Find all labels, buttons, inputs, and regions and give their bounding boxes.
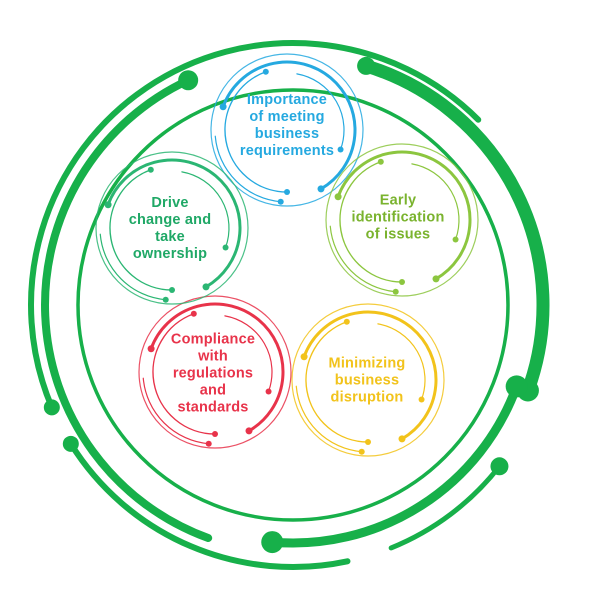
node-dot	[377, 158, 384, 165]
node-dot	[365, 439, 371, 445]
node-arc	[224, 315, 273, 393]
frame-arc	[41, 76, 213, 543]
node-dot	[245, 427, 253, 435]
node-arc	[99, 233, 167, 301]
node-dot	[169, 287, 175, 293]
node-dot	[277, 198, 284, 205]
node-arc	[214, 135, 282, 203]
node-dot	[202, 283, 210, 291]
node-issues-circle-icon	[325, 143, 479, 297]
node-arc	[142, 377, 210, 445]
node-dot	[337, 146, 344, 153]
node-dot	[300, 353, 308, 361]
frame-dot	[261, 531, 284, 554]
node-circles	[95, 53, 479, 457]
node-dot	[104, 201, 112, 209]
node-arc	[339, 161, 403, 283]
node-arc	[224, 71, 288, 193]
frame-arc	[267, 381, 522, 548]
node-dot	[212, 431, 218, 437]
node-disruption-circle-icon	[291, 303, 445, 457]
node-arc	[302, 310, 438, 441]
node-dot	[317, 185, 325, 193]
node-dot	[392, 288, 399, 295]
node-arc	[181, 171, 230, 249]
outer-ring-frame	[28, 40, 550, 570]
node-compliance-circle-icon	[138, 295, 292, 449]
node-arc	[305, 321, 369, 443]
node-dot	[147, 166, 154, 173]
node-requirements-circle-icon	[210, 53, 364, 207]
node-arc	[221, 60, 357, 191]
frame-dot	[178, 70, 199, 91]
node-ring	[138, 295, 292, 449]
node-label-ownership: Drive change and take ownership	[128, 195, 212, 262]
node-dot	[343, 318, 350, 325]
node-ring	[325, 143, 479, 297]
frame-dot	[505, 375, 528, 398]
node-dot	[284, 189, 290, 195]
node-dot	[262, 68, 269, 75]
node-dot	[162, 296, 169, 303]
node-arc	[149, 302, 285, 433]
node-dot	[399, 279, 405, 285]
frame-dot	[490, 457, 509, 476]
node-dot	[222, 244, 229, 251]
frame-arc	[28, 40, 482, 411]
node-arc	[377, 323, 426, 401]
node-dot	[418, 396, 425, 403]
node-label-compliance: Compliance with regulations and standard…	[170, 331, 256, 416]
node-dot	[334, 193, 342, 201]
node-label-disruption: Minimizing business disruption	[328, 355, 406, 406]
node-dot	[147, 345, 155, 353]
node-dot	[358, 448, 365, 455]
node-arc	[109, 169, 173, 291]
frame-dot	[62, 435, 79, 452]
node-dot	[265, 388, 272, 395]
frame-arc	[67, 440, 351, 570]
node-dot	[452, 236, 459, 243]
node-ownership-circle-icon	[95, 151, 249, 305]
node-arc	[295, 385, 363, 453]
node-dot	[432, 275, 440, 283]
node-arc	[152, 313, 216, 435]
inner-ring	[76, 88, 510, 522]
node-dot	[398, 435, 406, 443]
node-dot	[205, 440, 212, 447]
node-arc	[106, 158, 242, 289]
node-arc	[329, 225, 397, 293]
frame-arc	[359, 59, 550, 398]
node-ring	[210, 53, 364, 207]
node-label-issues: Early identification of issues	[351, 192, 445, 243]
node-label-requirements: Importance of meeting business requireme…	[239, 92, 335, 159]
frame-dot	[43, 399, 60, 416]
node-arc	[411, 163, 460, 241]
node-ring	[95, 151, 249, 305]
frame-arc	[388, 463, 502, 551]
node-ring	[291, 303, 445, 457]
node-arc	[336, 150, 472, 281]
node-dot	[190, 310, 197, 317]
node-dot	[219, 103, 227, 111]
frame-dot	[357, 56, 376, 75]
node-arc	[296, 73, 345, 151]
